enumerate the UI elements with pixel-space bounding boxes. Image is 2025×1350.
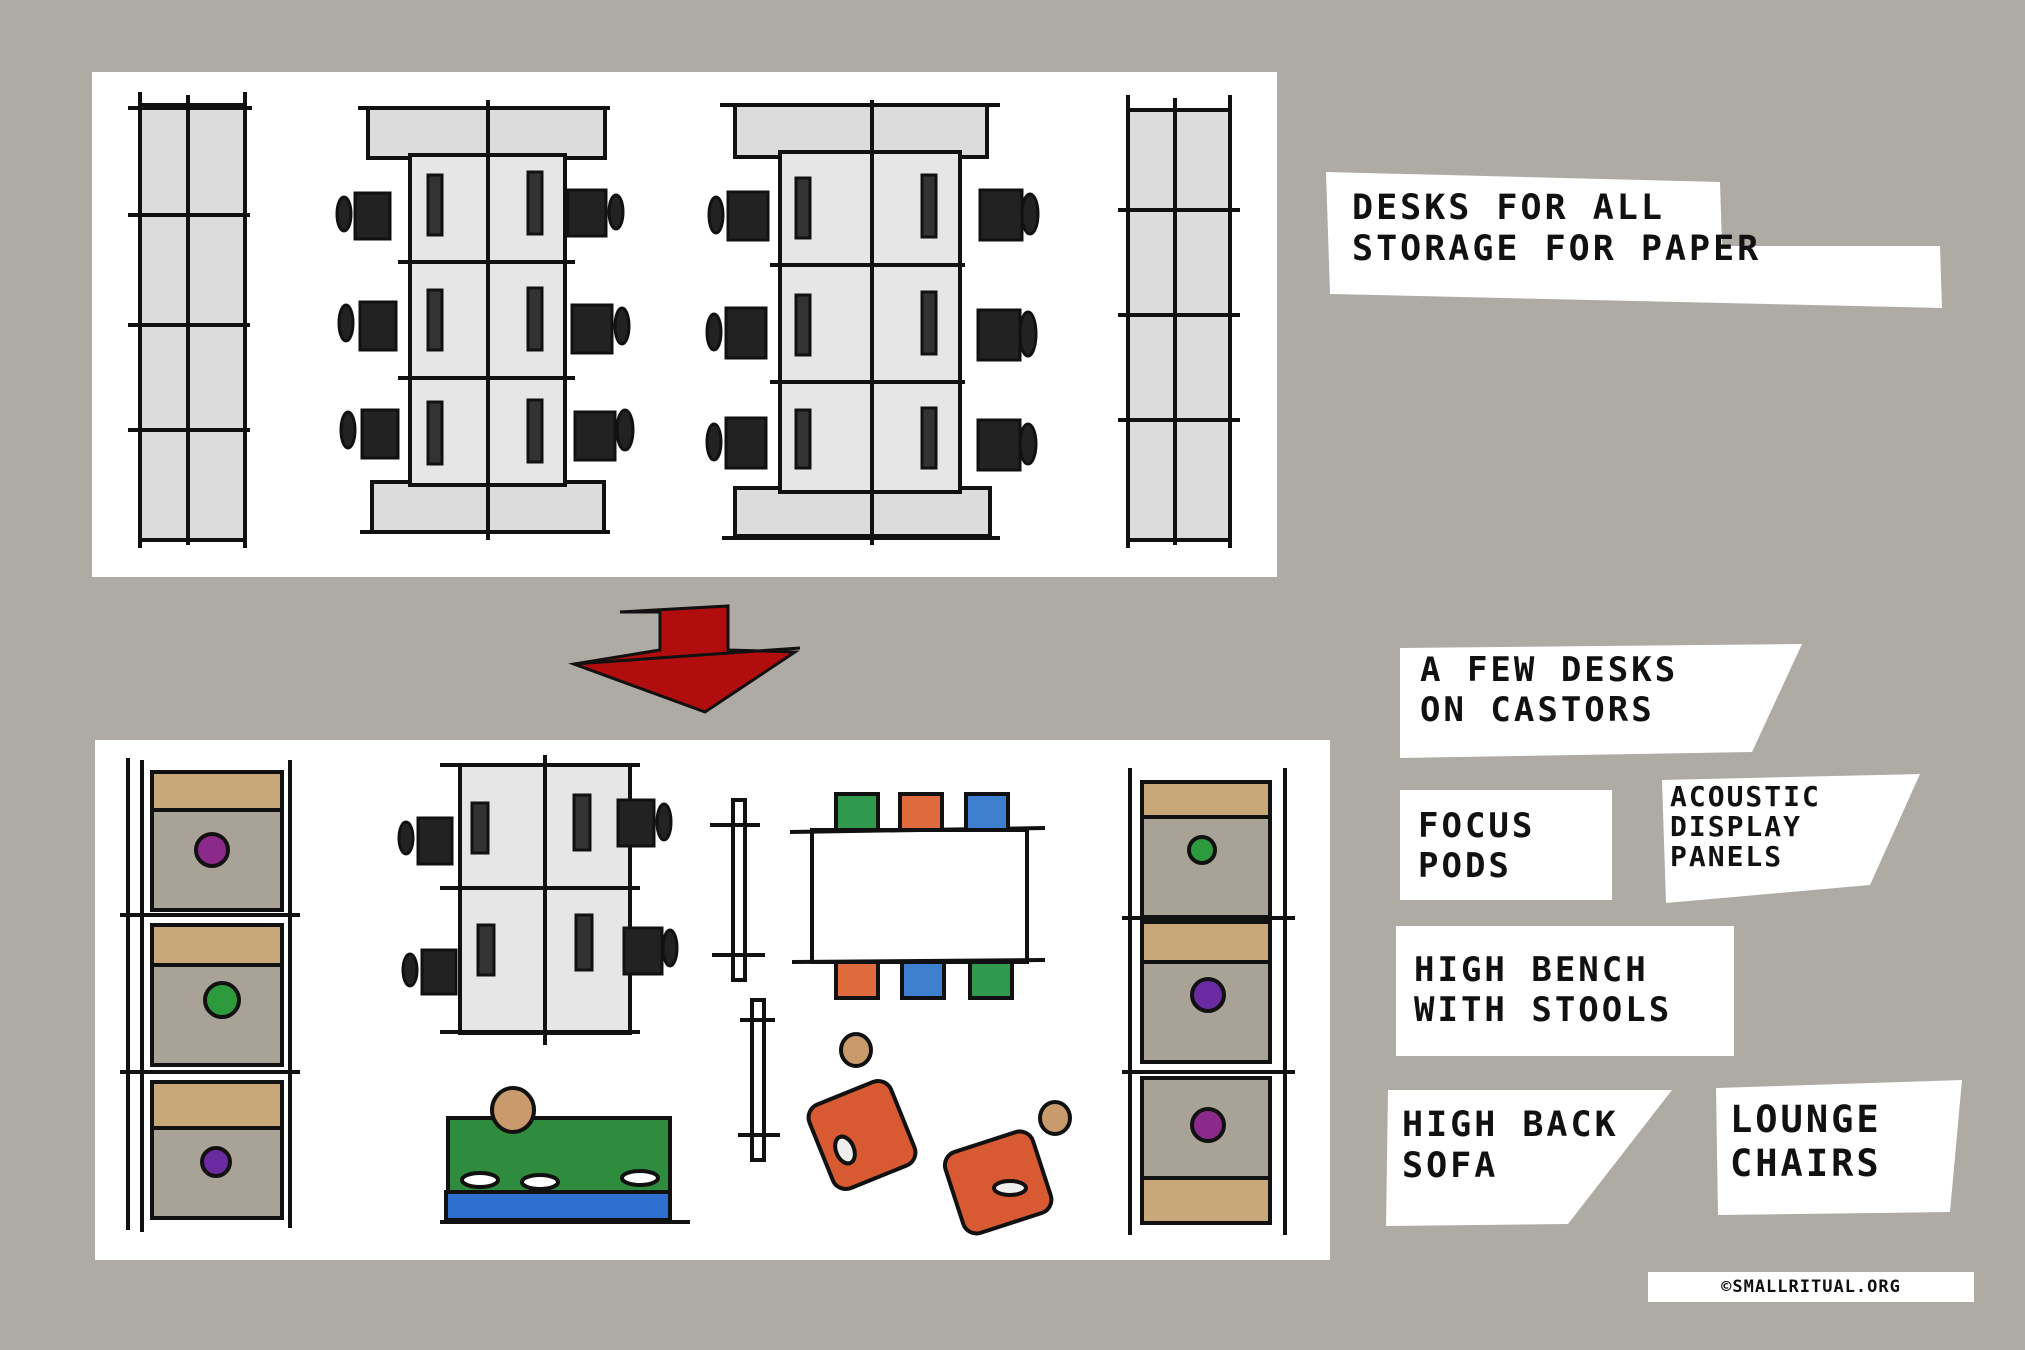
storage-shelf-right [1118,95,1240,548]
note-paper-high-bench [1396,926,1734,1056]
label-few-desks: A FEW DESKS ON CASTORS [1420,650,1679,731]
focus-pods-right [1122,768,1295,1235]
label-high-back-sofa: HIGH BACK SOFA [1402,1105,1619,1187]
plan-before [92,72,1277,577]
label-lounge-chairs: LOUNGE CHAIRS [1730,1098,1882,1185]
plan-after [95,740,1330,1260]
transition-arrow-icon [568,604,801,714]
label-desks-for-all: DESKS FOR ALL STORAGE FOR PAPER [1352,188,1762,270]
desk-cluster-right [705,100,1040,545]
copyright-notice: ©SMALLRITUAL.ORG [1648,1272,1974,1302]
acoustic-panels [710,798,780,1162]
plan-before-sheet [92,72,1277,577]
high-back-sofa [440,1086,690,1224]
label-acoustic-panels: ACOUSTIC DISPLAY PANELS [1670,780,1821,874]
label-focus-pods: FOCUS PODS [1418,806,1536,887]
note-paper-sofa [1386,1090,1672,1226]
storage-shelf-left [128,92,252,548]
note-paper-lounge [1716,1080,1962,1215]
note-paper-desks-for-all [1326,172,1942,308]
note-paper-few-desks [1400,644,1802,758]
high-bench-with-stools [789,792,1046,1000]
desk-cluster-left [335,100,635,540]
note-paper-focus-pods [1400,790,1612,900]
note-paper-acoustic [1662,774,1920,903]
focus-pods-left [120,758,300,1232]
desks-on-castors [397,755,679,1045]
label-high-bench: HIGH BENCH WITH STOOLS [1414,950,1673,1031]
note-papers [1326,172,1962,1226]
lounge-chairs [806,1032,1072,1236]
